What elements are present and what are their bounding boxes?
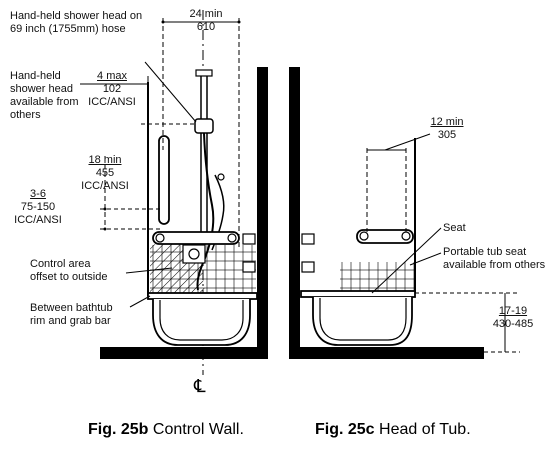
label-control-area: Control area offset to outside — [30, 258, 108, 283]
fig25c-side-wall — [289, 67, 300, 359]
fig25b-side-wall — [257, 67, 268, 359]
dim-4max: 4 max 102 ICC/ANSI — [88, 70, 136, 108]
dim-18min: 18 min 455 ICC/ANSI — [81, 154, 129, 192]
fig25b-shower-head — [194, 118, 214, 134]
fig25b-drawing — [80, 10, 268, 375]
fig25b-tub-rim — [147, 292, 258, 300]
caption-fig25b: Fig. 25b Control Wall. — [88, 421, 244, 438]
fig25c-floor — [289, 347, 484, 359]
label-seat: Seat — [443, 222, 466, 234]
fig25b-horizontal-grab-bar — [152, 231, 240, 245]
fig25c-grab-bar — [356, 229, 414, 244]
caption-fig25c: Fig. 25c Head of Tub. — [315, 421, 471, 438]
dim-17-19: 17-19 430-485 — [492, 305, 534, 330]
dim-24min: 24 min 610 — [189, 8, 223, 33]
fig25c-tile-area — [340, 262, 414, 292]
label-between-rim: Between bathtub rim and grab bar — [30, 302, 113, 327]
fig25b-hose — [196, 132, 215, 291]
fig25c-tub-body — [312, 297, 413, 346]
centerline-symbol: ℄ — [194, 376, 206, 397]
label-portable-seat: Portable tub seat available from others — [443, 246, 546, 271]
label-handheld-others: Hand-held shower head available from oth… — [10, 70, 79, 121]
label-handheld-hose: Hand-held shower head on 69 inch (1755mm… — [10, 10, 143, 35]
fig25b-floor — [100, 347, 268, 359]
fig25c-tub-rim — [300, 290, 416, 298]
fig25c-drawing — [289, 67, 520, 359]
fig25b-vertical-grab-bar — [158, 135, 170, 225]
dim-3-6: 3-6 75-150 ICC/ANSI — [14, 188, 62, 226]
fig25b-tub-body — [152, 299, 251, 346]
dim-12min: 12 min 305 — [430, 116, 464, 141]
